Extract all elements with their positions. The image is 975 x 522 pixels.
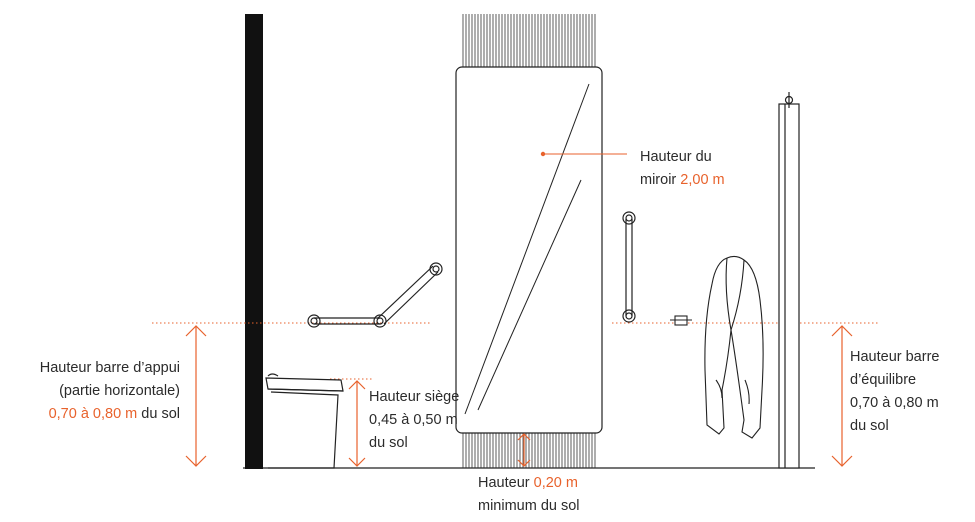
balance-bar-height-arrow: [831, 325, 853, 467]
grab-bar-height-label: Hauteur barre d’appui (partie horizontal…: [39, 360, 180, 422]
grab-bar-height-arrow: [185, 325, 207, 467]
balance-bar-height-label: Hauteur barre d’équilibre 0,70 à 0,80 m …: [850, 349, 940, 434]
mirror-height-label: Hauteur du miroir 2,00 m: [640, 149, 725, 188]
seat-height-label: Hauteur siège 0,45 à 0,50 m du sol: [369, 389, 460, 451]
mirror-reflection-line-1: [464, 83, 590, 415]
floor-gap-label: Hauteur 0,20 m minimum du sol: [478, 475, 580, 514]
mirror-frame-hatching: [462, 14, 596, 468]
mirror-reflection-line-2: [477, 179, 582, 411]
seat-height-arrow: [348, 380, 366, 467]
angled-grab-bar: [307, 262, 443, 328]
mirror: [455, 66, 603, 434]
wall: [245, 14, 263, 469]
balance-pole: [778, 92, 800, 469]
toilet-seat: [265, 373, 344, 469]
vertical-grab-bar: [622, 211, 636, 323]
floor-gap-arrow: [517, 433, 531, 467]
hanging-jacket: [704, 255, 764, 439]
